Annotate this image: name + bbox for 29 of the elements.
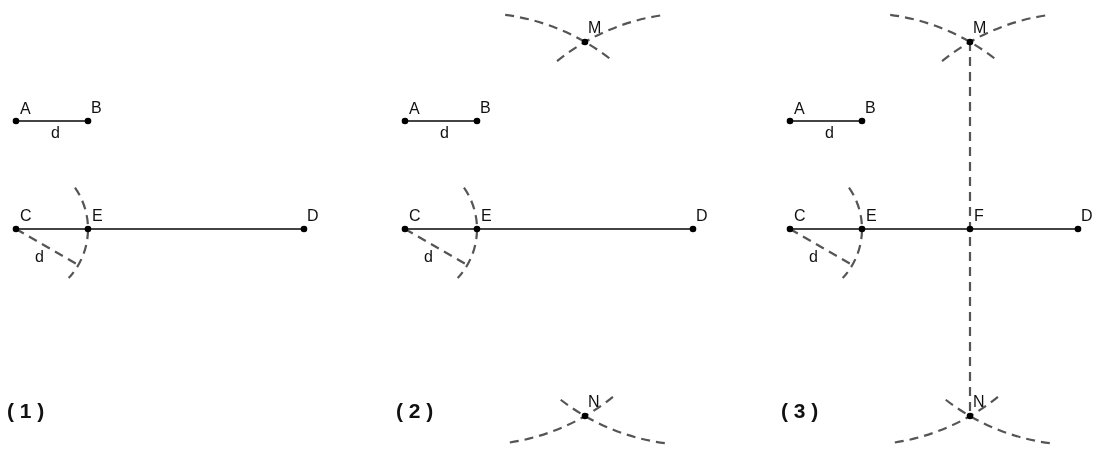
point-label: C [409, 208, 421, 224]
length-label: d [51, 125, 60, 141]
length-label: d [809, 249, 818, 265]
length-label: d [825, 125, 834, 141]
point-label: A [409, 101, 420, 117]
length-label: d [440, 125, 449, 141]
panel-number: ( 3 ) [781, 400, 819, 421]
point-label: N [588, 394, 600, 410]
point-label: E [92, 208, 103, 224]
point-label: E [866, 208, 877, 224]
point-label: B [91, 100, 102, 116]
point-label: N [973, 394, 985, 410]
point-label: D [1081, 208, 1093, 224]
point-label: C [20, 208, 32, 224]
length-label: d [35, 249, 44, 265]
point-label: M [973, 20, 987, 36]
point-label: C [794, 208, 806, 224]
point-label: B [480, 100, 491, 116]
point-label: B [865, 100, 876, 116]
point-label: A [794, 101, 805, 117]
point-label: F [974, 208, 984, 224]
point-label: A [20, 101, 31, 117]
point-label: D [696, 208, 708, 224]
point-label: M [588, 20, 602, 36]
point-label: D [307, 208, 319, 224]
panel-number: ( 1 ) [7, 400, 45, 421]
panel-number: ( 2 ) [396, 400, 434, 421]
point-label: E [481, 208, 492, 224]
length-label: d [424, 249, 433, 265]
